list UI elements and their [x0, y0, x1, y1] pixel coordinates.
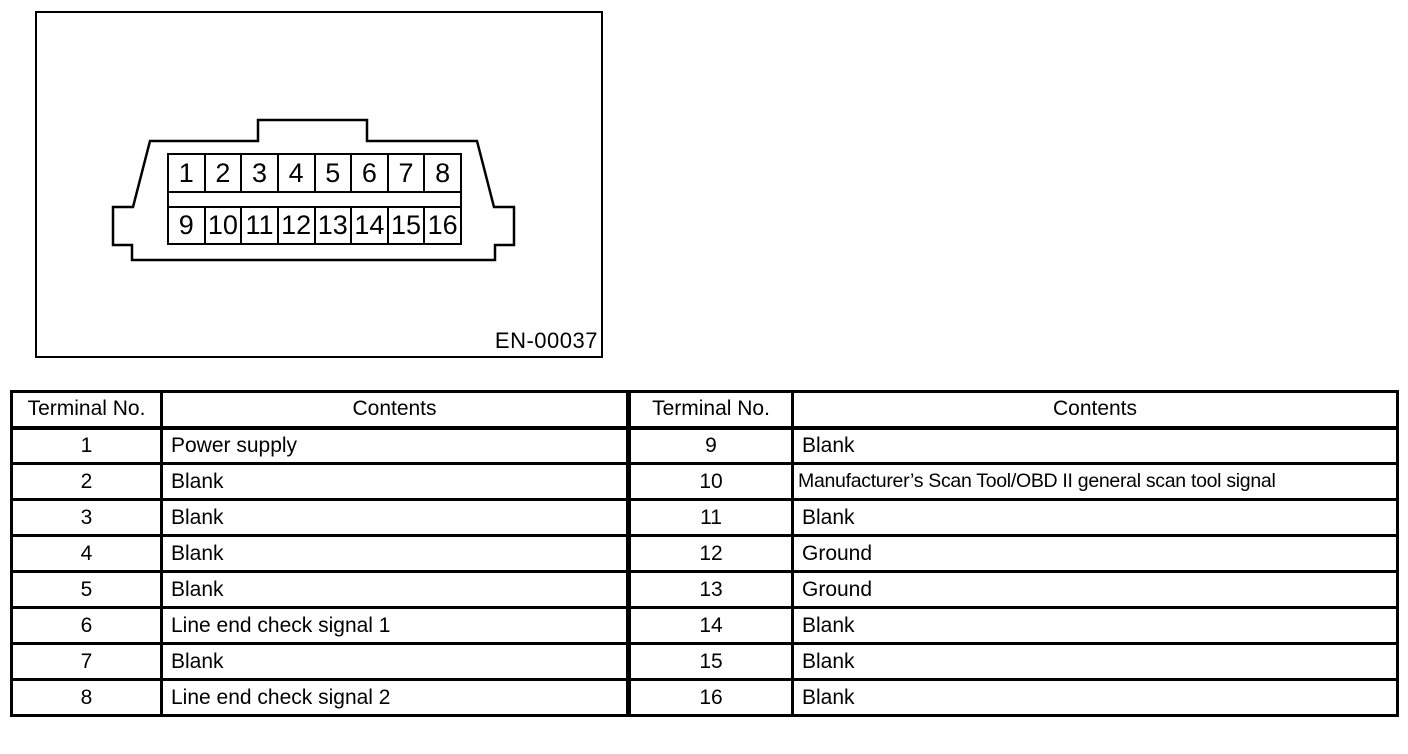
terminal-table: Terminal No. Contents Terminal No. Conte…	[10, 390, 1399, 717]
pin-cell-7: 7	[386, 155, 424, 191]
terminal-no: 9	[626, 426, 794, 465]
pin-row-top: 1 2 3 4 5 6 7 8	[167, 153, 462, 193]
terminal-no: 3	[10, 498, 163, 537]
terminal-no: 15	[626, 642, 794, 681]
header-terminal-no-right: Terminal No.	[626, 390, 794, 430]
terminal-contents: Blank	[791, 498, 1399, 537]
table-row: 8 Line end check signal 2 16 Blank	[10, 678, 1399, 717]
terminal-no: 7	[10, 642, 163, 681]
table-row: 4 Blank 12 Ground	[10, 534, 1399, 573]
terminal-contents: Blank	[160, 642, 630, 681]
pin-cell-15: 15	[386, 208, 424, 243]
terminal-contents: Ground	[791, 534, 1399, 573]
terminal-contents: Blank	[160, 462, 630, 501]
table-row: 3 Blank 11 Blank	[10, 498, 1399, 537]
connector-figure-box: 1 2 3 4 5 6 7 8 9 10 11 12 13 14 15 16 E…	[35, 11, 603, 358]
pin-cell-11: 11	[240, 208, 277, 243]
terminal-no: 14	[626, 606, 794, 645]
terminal-contents: Blank	[791, 642, 1399, 681]
pin-cell-12: 12	[276, 208, 314, 243]
table-row: 7 Blank 15 Blank	[10, 642, 1399, 681]
pin-cell-4: 4	[276, 155, 314, 191]
terminal-contents: Ground	[791, 570, 1399, 609]
terminal-contents: Blank	[791, 678, 1399, 717]
terminal-contents: Line end check signal 1	[160, 606, 630, 645]
pin-cell-14: 14	[350, 208, 387, 243]
table-row: 6 Line end check signal 1 14 Blank	[10, 606, 1399, 645]
terminal-contents: Blank	[791, 426, 1399, 465]
table-row: 2 Blank 10 Manufacturer’s Scan Tool/OBD …	[10, 462, 1399, 501]
terminal-contents: Blank	[160, 570, 630, 609]
terminal-no: 16	[626, 678, 794, 717]
pin-cell-5: 5	[313, 155, 351, 191]
terminal-no: 8	[10, 678, 163, 717]
pin-cell-6: 6	[350, 155, 387, 191]
pin-cell-13: 13	[313, 208, 351, 243]
header-contents-right: Contents	[791, 390, 1399, 430]
pin-cell-2: 2	[203, 155, 241, 191]
terminal-contents: Blank	[160, 498, 630, 537]
terminal-contents: Blank	[791, 606, 1399, 645]
pin-cell-10: 10	[203, 208, 241, 243]
pin-cell-1: 1	[178, 157, 194, 188]
terminal-contents: Manufacturer’s Scan Tool/OBD II general …	[791, 462, 1399, 501]
table-row: 5 Blank 13 Ground	[10, 570, 1399, 609]
terminal-contents: Power supply	[160, 426, 630, 465]
header-terminal-no-left: Terminal No.	[10, 390, 163, 430]
terminal-no: 13	[626, 570, 794, 609]
pin-row-bottom: 9 10 11 12 13 14 15 16	[167, 206, 462, 245]
pin-cell-8: 8	[423, 155, 460, 191]
terminal-contents: Line end check signal 2	[160, 678, 630, 717]
terminal-no: 4	[10, 534, 163, 573]
figure-code-label: EN-00037	[494, 328, 598, 353]
terminal-no: 10	[626, 462, 794, 501]
terminal-contents: Blank	[160, 534, 630, 573]
pin-cell-16: 16	[423, 208, 460, 243]
table-header-row: Terminal No. Contents Terminal No. Conte…	[10, 390, 1399, 430]
pin-cell-9: 9	[178, 210, 194, 240]
terminal-no: 6	[10, 606, 163, 645]
pin-cell-3: 3	[240, 155, 277, 191]
terminal-no: 1	[10, 426, 163, 465]
terminal-no: 2	[10, 462, 163, 501]
terminal-no: 11	[626, 498, 794, 537]
terminal-no: 12	[626, 534, 794, 573]
terminal-no: 5	[10, 570, 163, 609]
table-row: 1 Power supply 9 Blank	[10, 426, 1399, 465]
header-contents-left: Contents	[160, 390, 630, 430]
